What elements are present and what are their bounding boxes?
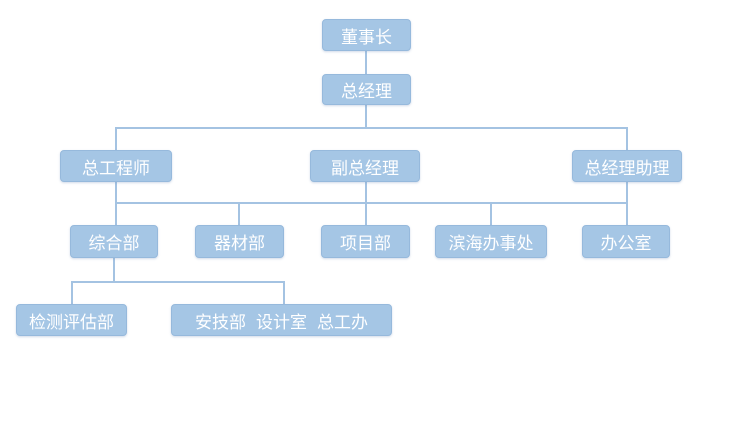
node-security-dept-label: 安技部 <box>195 312 246 333</box>
node-equipment-dept-label: 器材部 <box>214 234 265 254</box>
node-project-dept-label: 项目部 <box>340 234 391 254</box>
node-project-dept: 项目部 <box>321 225 410 258</box>
node-office: 办公室 <box>582 225 670 258</box>
node-chief-engineer-label: 总工程师 <box>82 158 150 179</box>
node-chief-eng-office-label: 总工办 <box>317 312 368 333</box>
connector-to-gm-assistant <box>626 127 628 151</box>
node-general-dept: 综合部 <box>70 225 158 258</box>
node-binhai-office: 滨海办事处 <box>435 225 547 258</box>
connector-level4-bus <box>71 281 285 283</box>
connector-general-dept-down <box>113 257 115 282</box>
node-design-room-label: 设计室 <box>256 312 307 333</box>
connector-to-testing-dept <box>71 281 73 305</box>
node-deputy-gm-label: 副总经理 <box>331 158 399 179</box>
connector-to-chief-engineer <box>115 127 117 151</box>
node-general-dept-label: 综合部 <box>88 234 140 254</box>
connector-chairman-gm <box>365 50 367 75</box>
node-general-manager-label: 总经理 <box>341 82 392 102</box>
node-chief-engineer: 总工程师 <box>60 150 172 182</box>
node-testing-dept-label: 检测评估部 <box>29 312 114 333</box>
connector-to-equipment-dept <box>238 202 240 226</box>
node-chairman-label: 董事长 <box>341 27 392 48</box>
node-gm-assistant-label: 总经理助理 <box>584 158 670 179</box>
node-general-manager: 总经理 <box>322 74 411 105</box>
node-testing-dept: 检测评估部 <box>16 304 127 336</box>
node-chairman: 董事长 <box>322 19 411 51</box>
node-tech-group: 安技部 设计室 总工办 <box>171 304 392 336</box>
connector-to-binhai-office <box>490 202 492 226</box>
node-office-label: 办公室 <box>600 234 652 254</box>
node-gm-assistant: 总经理助理 <box>572 150 682 182</box>
connector-level2-bus <box>115 127 628 129</box>
connector-gm-down <box>365 104 367 128</box>
node-binhai-office-label: 滨海办事处 <box>448 234 534 254</box>
connector-level3-bus <box>115 202 628 204</box>
node-equipment-dept: 器材部 <box>195 225 284 258</box>
connector-to-tech-group <box>283 281 285 305</box>
node-deputy-gm: 副总经理 <box>310 150 420 182</box>
